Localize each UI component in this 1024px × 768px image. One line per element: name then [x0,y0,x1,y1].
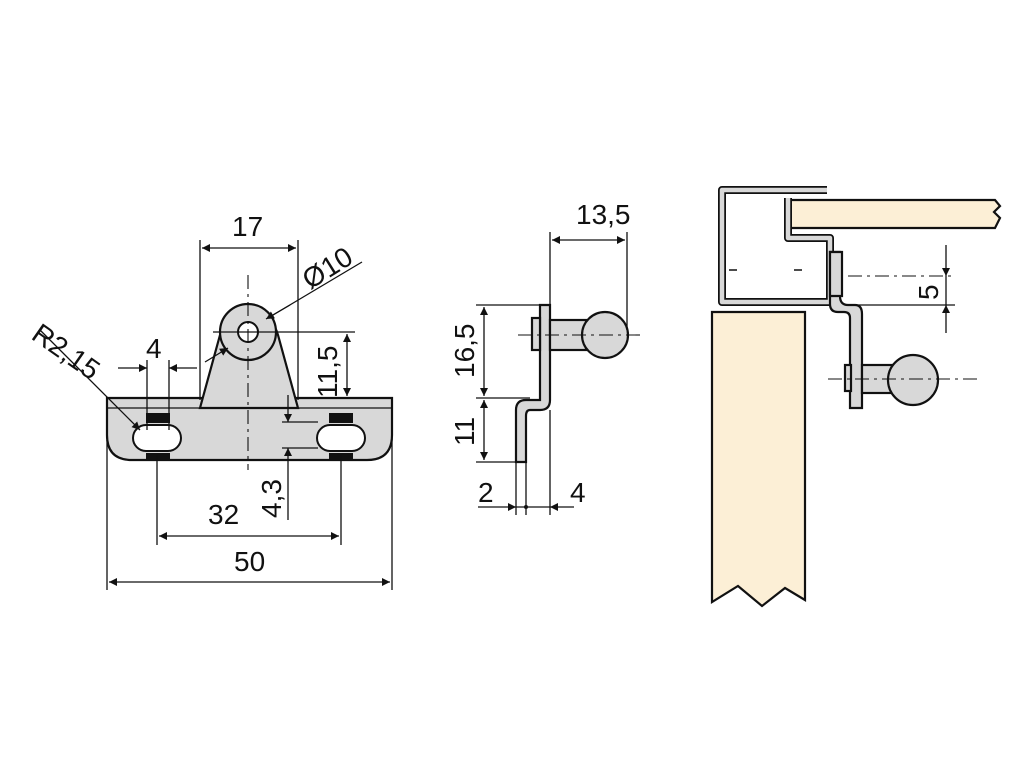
dim-slot-width: 4 [146,333,162,364]
side-view: 13,5 16,5 11 2 4 [449,199,640,515]
cabinet-side [710,310,807,608]
dim-slot-spacing: 32 [208,499,239,530]
dim-lower-height: 11 [449,417,480,446]
dim-thickness: 2 [478,477,494,508]
dim-vertical-offset: 5 [913,284,944,300]
bracket-rivets [828,250,844,298]
dim-ball-projection: 13,5 [576,199,631,230]
rivet-head [530,316,542,352]
installed-ball-stud [886,353,940,407]
dim-hole-diameter: Ø10 [297,241,358,295]
dim-offset: 4 [570,477,586,508]
dim-slot-offset: 4,3 [256,479,287,518]
slot-left [132,424,182,452]
dim-pivot-height: 11,5 [312,346,343,398]
slot-right [316,424,366,452]
installed-view: 5 [710,186,1002,608]
dim-upper-height: 16,5 [449,324,480,379]
front-view: 17 Ø10 R2,15 4 11,5 4,3 32 50 [27,211,394,590]
bracket-profile [514,303,552,464]
dim-overall-width: 50 [234,546,265,577]
dim-slot-radius: R2,15 [27,318,106,386]
panel-board [788,198,1002,230]
dim-width-top: 17 [232,211,263,242]
